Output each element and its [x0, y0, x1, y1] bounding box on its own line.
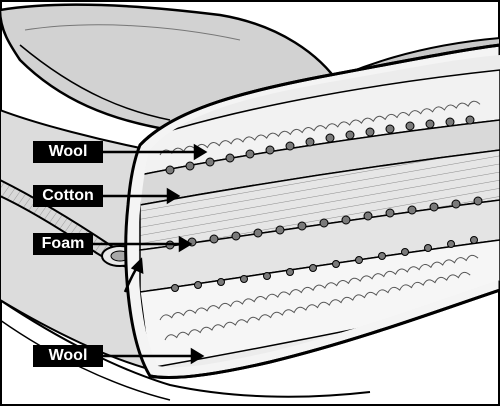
label-wool-bottom: Wool [33, 345, 103, 367]
leader-lines [93, 143, 208, 365]
label-foam: Foam [33, 233, 93, 255]
label-wool-top: Wool [33, 141, 103, 163]
label-cotton: Cotton [33, 185, 103, 207]
